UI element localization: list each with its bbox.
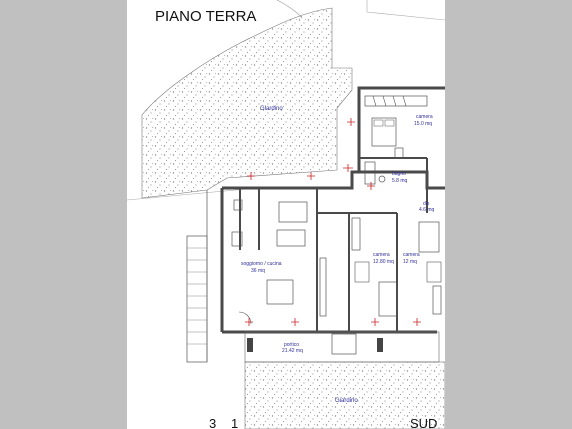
sink: [394, 147, 404, 159]
wardrobe-mid: [351, 217, 361, 251]
wardrobe-right: [432, 285, 442, 315]
sofa: [278, 201, 308, 223]
entry-door-swing: [238, 311, 252, 325]
shower: [364, 161, 376, 185]
external-stairs: [186, 235, 208, 363]
boundary-line: [366, 0, 445, 21]
kitchen-counter: [319, 257, 327, 317]
portico-area: 21.42 mq: [282, 348, 303, 354]
portico-label: portico: [284, 342, 299, 348]
single-bed-right: [418, 221, 440, 253]
camera-top-label: camera: [416, 114, 433, 120]
dining-table: [266, 279, 294, 305]
stair-treads: [187, 247, 207, 345]
garden-border-line: [276, 0, 303, 19]
toilet: [378, 175, 386, 183]
double-bed-top: [371, 117, 397, 147]
stair-mid: [354, 261, 370, 283]
soggiorno-area: 36 mq: [251, 268, 265, 274]
bagno-area: 5.8 mq: [392, 178, 408, 184]
dis-area: 4.6 mq: [419, 207, 435, 213]
soggiorno-label: soggiorno / cucina: [241, 261, 282, 267]
dimension-markers: [245, 118, 421, 326]
portico-area: [244, 331, 440, 363]
column: [247, 338, 253, 352]
garden-bottom-label: Giardino: [335, 398, 358, 404]
stove: [231, 231, 243, 247]
corner-mark-3: 3: [209, 416, 216, 429]
camera-mid-area: 12.80 mq: [373, 259, 394, 265]
fireplace: [233, 199, 243, 211]
dis-label: dis: [423, 201, 430, 207]
floor-plan: PIANO TERRA Giardino Giardino camera 15.…: [127, 0, 445, 429]
orientation-label: SUD: [410, 416, 437, 429]
camera-mid-label: camera: [373, 252, 390, 258]
inner-walls: [239, 157, 428, 332]
plan-title: PIANO TERRA: [155, 8, 256, 25]
corner-mark-1: 1: [231, 416, 238, 429]
garden-top-label: Giardino: [260, 106, 283, 112]
camera-right-area: 12 mq: [403, 259, 417, 265]
camera-right-label: camera: [403, 252, 420, 258]
desk-right: [426, 261, 442, 283]
sofa-2: [276, 229, 306, 247]
bagno-label: bagno: [392, 171, 406, 177]
camera-top-area: 15.0 mq: [414, 121, 432, 127]
floor-plan-sheet: PIANO TERRA Giardino Giardino camera 15.…: [127, 0, 445, 429]
single-bed-mid: [378, 281, 398, 317]
portico-table: [331, 333, 357, 355]
garden-top: [141, 7, 353, 199]
column: [377, 338, 383, 352]
